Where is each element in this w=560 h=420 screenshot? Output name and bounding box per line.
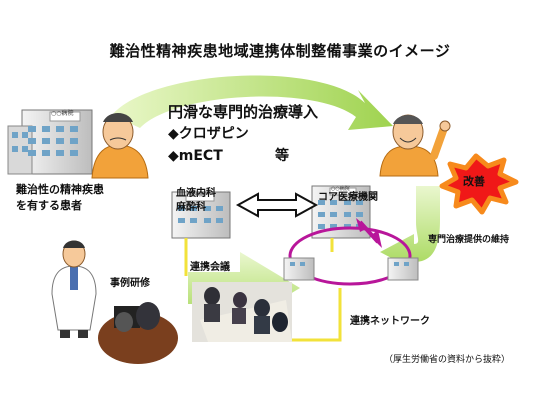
- hospital-building-icon: [7, 109, 93, 175]
- treatment-arc-arrow: [112, 75, 393, 130]
- network-building-left-icon: [283, 257, 315, 281]
- improvement-label: 改善: [463, 175, 485, 188]
- improvement-burst: [439, 153, 519, 215]
- meeting-photo: [192, 282, 292, 342]
- patient-figure: [91, 113, 149, 179]
- case-training-label: 事例研修: [110, 278, 150, 289]
- bidirectional-arrow: [235, 192, 319, 218]
- intro-heading: 円滑な専門的治療導入: [168, 103, 319, 121]
- hospital-sign-hematology: ○○病院: [187, 192, 206, 198]
- intro-suffix: 等: [275, 148, 289, 164]
- hematology-hospital-icon: [171, 191, 231, 239]
- intro-item-clozapine: ◆クロザピン: [168, 126, 249, 142]
- patient-label-line1: 難治性の精神疾患: [16, 183, 104, 196]
- hospital-sign-core: ○○病院: [331, 186, 350, 192]
- hematology-label-line2: 麻酔科: [176, 202, 206, 213]
- network-building-right-icon: [387, 257, 419, 281]
- intro-item-mect: ◆mECT: [168, 148, 223, 164]
- improved-patient-figure: [379, 114, 451, 177]
- patient-label-line2: を有する患者: [16, 199, 82, 212]
- source-note: （厚生労働省の資料から抜粋）: [384, 355, 511, 365]
- hospital-sign-left: ○○病院: [51, 110, 74, 117]
- liaison-meeting-label: 連携会議: [190, 262, 230, 273]
- hematology-label-line1: 血液内科: [176, 188, 216, 199]
- maintenance-arrow: [380, 186, 440, 270]
- page-title: 難治性精神疾患地域連携体制整備事業のイメージ: [109, 42, 451, 60]
- network-loop: [288, 218, 412, 286]
- doctor-figure: [51, 240, 97, 338]
- maintenance-label: 専門治療提供の維持: [428, 235, 510, 245]
- core-institution-label: コア医療機関: [318, 192, 378, 203]
- case-training-photo: [98, 302, 178, 364]
- network-label: 連携ネットワーク: [350, 316, 430, 327]
